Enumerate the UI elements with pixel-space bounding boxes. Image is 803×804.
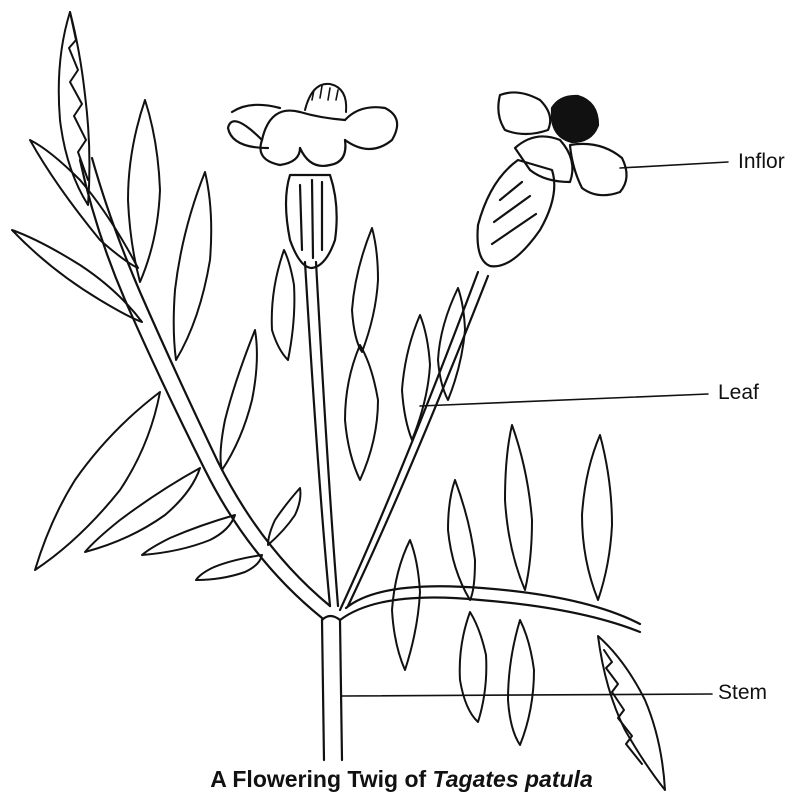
right-flower xyxy=(478,92,627,266)
stem-leader-line xyxy=(342,694,712,696)
inflorescence-label: Inflor xyxy=(738,150,785,174)
central-peduncle xyxy=(305,262,338,606)
figure-caption: A Flowering Twig of Tagates patula xyxy=(0,766,803,793)
right-peduncle xyxy=(340,272,488,610)
caption-prefix: A Flowering Twig of xyxy=(210,766,432,792)
leaf-leader-line xyxy=(420,394,708,406)
stem-label: Stem xyxy=(718,681,767,705)
caption-species: Tagates patula xyxy=(433,766,593,792)
central-flower xyxy=(228,84,397,268)
inflorescence-leader-line xyxy=(620,162,728,168)
left-branch xyxy=(80,158,330,618)
leaf-label: Leaf xyxy=(718,381,759,405)
leader-lines xyxy=(342,162,728,696)
main-stem xyxy=(322,616,342,760)
